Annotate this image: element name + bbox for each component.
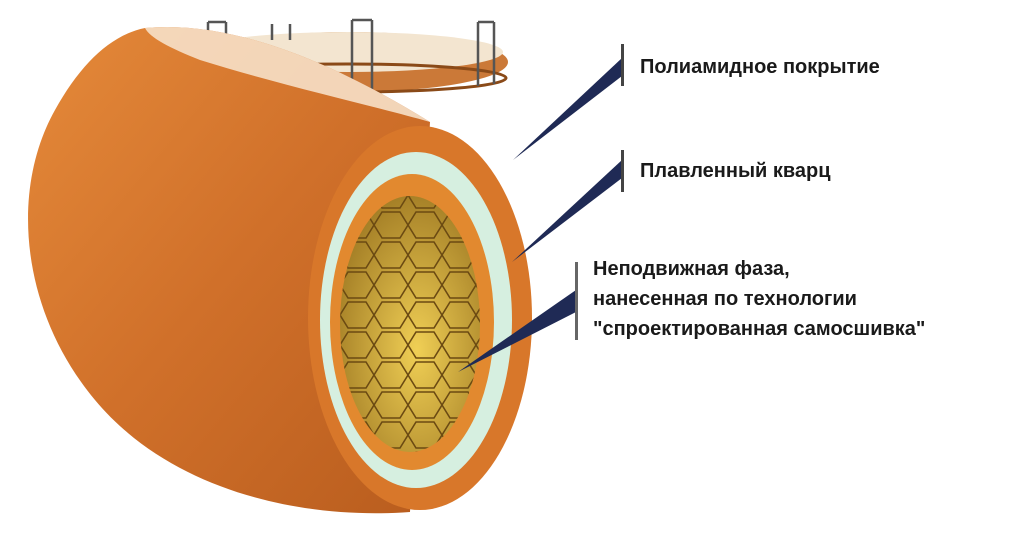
label-line: нанесенная по технологии bbox=[593, 288, 857, 310]
pointer-coating bbox=[513, 58, 622, 160]
label-stationary-phase: Неподвижная фаза, нанесенная по технолог… bbox=[593, 254, 925, 344]
label-polyimide-coating: Полиамидное покрытие bbox=[640, 56, 880, 78]
pointer-silica bbox=[512, 160, 622, 262]
label-line: "спроектированная самосшивка" bbox=[593, 318, 926, 340]
label-line: Неподвижная фаза, bbox=[593, 258, 790, 280]
pointer-lines bbox=[458, 44, 624, 372]
label-fused-silica: Плавленный кварц bbox=[640, 160, 831, 182]
pointer-phase bbox=[458, 290, 576, 372]
